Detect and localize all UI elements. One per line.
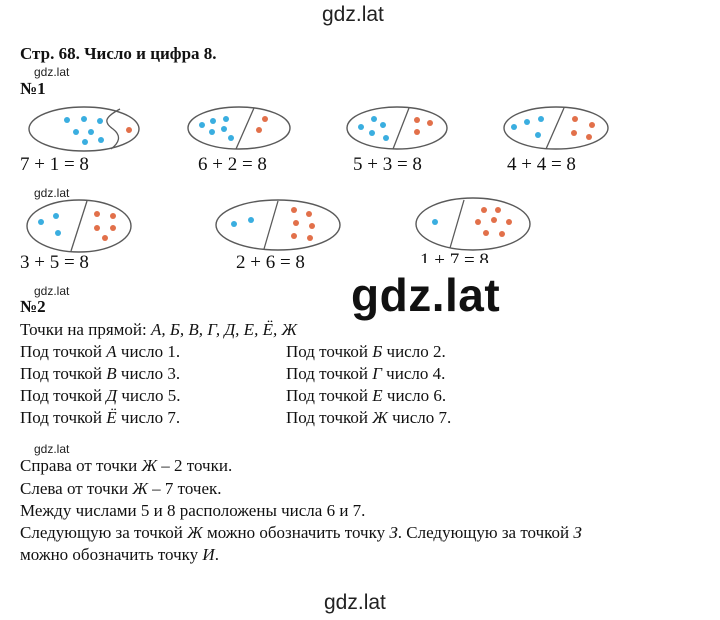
watermark-big-center: gdz.lat (351, 269, 501, 321)
watermark-small-1: gdz.lat (34, 65, 70, 79)
oval-7-1 (28, 106, 140, 152)
points-list: А, Б, В, Г, Д, Е, Ё, Ж (150, 320, 298, 339)
equation-1-7: 1 + 7 = 8 (420, 251, 489, 263)
point-e-line: Под точкой Е число 6. (286, 386, 447, 405)
watermark-small-2: gdz.lat (34, 186, 70, 200)
next-point-line: Следующую за точкой Ж можно обозначить т… (20, 523, 582, 542)
point-zh-line: Под точкой Ж число 7. (286, 408, 452, 427)
equation-5-3: 5 + 3 = 8 (353, 154, 422, 175)
oval-5-3 (346, 106, 448, 150)
oval-6-2 (187, 106, 291, 150)
equation-4-4: 4 + 4 = 8 (507, 154, 576, 175)
oval-2-6 (215, 199, 341, 251)
between-numbers-line: Между числами 5 и 8 расположены числа 6 … (20, 501, 366, 520)
points-line: Точки на прямой: А, Б, В, Г, Д, Е, Ё, Ж (20, 320, 298, 339)
task1-number: №1 (20, 79, 46, 98)
point-d-line: Под точкой Д число 5. (20, 386, 181, 405)
watermark-small-3: gdz.lat (34, 284, 70, 298)
watermark-bottom: gdz.lat (324, 591, 386, 614)
right-of-zh-line: Справа от точки Ж – 2 точки. (20, 456, 233, 475)
point-a-line: Под точкой А число 1. (20, 342, 181, 361)
point-v-line: Под точкой В число 3. (20, 364, 181, 383)
oval-4-4 (503, 106, 609, 150)
oval-1-7 (415, 197, 531, 251)
watermark-small-4: gdz.lat (34, 442, 70, 456)
task2-number: №2 (20, 297, 46, 316)
point-yo-line: Под точкой Ё число 7. (20, 408, 181, 427)
equation-2-6: 2 + 6 = 8 (236, 252, 305, 273)
oval-3-5 (26, 199, 132, 253)
equation-3-5: 3 + 5 = 8 (20, 252, 89, 273)
page-title: Стр. 68. Число и цифра 8. (20, 44, 217, 63)
equation-7-1: 7 + 1 = 8 (20, 154, 89, 175)
next-point-line-cont: можно обозначить точку И. (20, 545, 219, 564)
equation-6-2: 6 + 2 = 8 (198, 154, 267, 175)
left-of-zh-line: Слева от точки Ж – 7 точек. (20, 479, 222, 498)
watermark-top: gdz.lat (322, 3, 384, 26)
point-g-line: Под точкой Г число 4. (286, 364, 446, 383)
point-b-line: Под точкой Б число 2. (286, 342, 446, 361)
